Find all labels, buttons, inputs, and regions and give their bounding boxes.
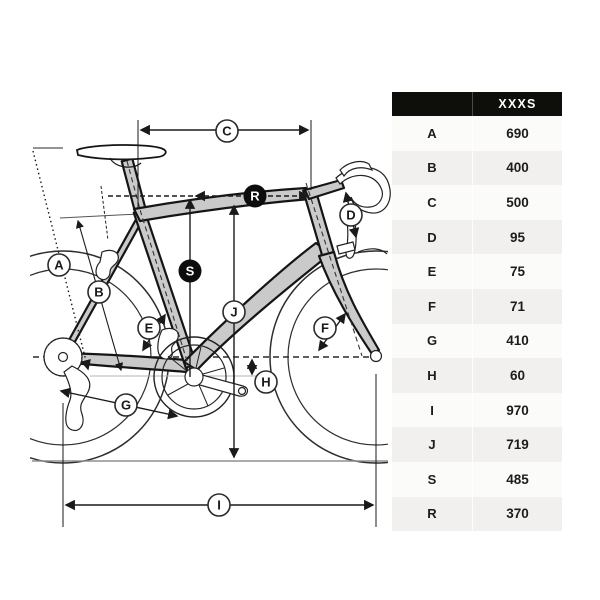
label-badge-i: I	[207, 493, 231, 517]
table-row: J 719	[392, 427, 562, 462]
label-badge-h: H	[254, 370, 278, 394]
front-hub	[369, 349, 383, 363]
chainring-inner	[161, 344, 227, 410]
row-value: 400	[472, 150, 562, 186]
measure-a	[32, 150, 91, 371]
table-row: F 71	[392, 288, 562, 324]
label-badge-a: A	[47, 253, 71, 277]
seat-tube-axis	[126, 160, 193, 378]
table-row: C 500	[392, 185, 562, 220]
headset-spacer	[336, 241, 356, 255]
row-value: 60	[472, 358, 562, 393]
table-row: A 690	[392, 116, 562, 151]
label-badge-s: S	[178, 259, 202, 283]
row-value: 370	[472, 496, 562, 532]
label-badge-g: G	[114, 393, 138, 417]
row-value: 410	[472, 323, 562, 359]
label-b: B	[94, 285, 103, 300]
rear-brake	[95, 249, 119, 281]
row-label: D	[427, 229, 437, 245]
label-h: H	[261, 375, 270, 390]
row-label: E	[427, 264, 437, 280]
row-value: 970	[472, 392, 562, 428]
row-label: F	[428, 298, 436, 314]
row-label: B	[427, 160, 437, 176]
seattube-top-line	[59, 213, 140, 219]
label-badge-f: F	[313, 316, 337, 340]
down-tube	[182, 241, 332, 372]
label-e: E	[145, 321, 154, 336]
label-a: A	[54, 258, 64, 273]
table-row: B 400	[392, 150, 562, 186]
row-label: S	[427, 471, 437, 487]
row-label: H	[427, 367, 437, 383]
brake-hood	[339, 160, 374, 178]
label-badge-c: C	[215, 119, 239, 143]
label-d: D	[346, 208, 355, 223]
row-value: 719	[472, 427, 562, 462]
brake-cable	[100, 185, 109, 241]
label-badge-d: D	[339, 203, 363, 227]
label-j: J	[230, 305, 237, 320]
label-badges: A B C D E F G H I J S R	[47, 119, 363, 517]
geometry-table: XXXS A 690 B 400 C 500 D 95 E 75 F 71 G 410 H 60…	[392, 92, 562, 532]
row-label: J	[428, 437, 436, 453]
header-empty-cell	[392, 92, 473, 116]
row-value: 71	[472, 288, 562, 324]
row-label: C	[427, 194, 437, 210]
label-i: I	[217, 498, 221, 513]
steerer-axis	[305, 182, 363, 357]
rear-derailleur	[63, 365, 91, 432]
row-label: A	[427, 125, 437, 141]
table-row: E 75	[392, 254, 562, 289]
label-r: R	[250, 189, 260, 204]
label-badge-j: J	[222, 300, 246, 324]
table-row: D 95	[392, 219, 562, 255]
table-row: R 370	[392, 496, 562, 532]
row-value: 75	[472, 254, 562, 289]
front-brake-cable	[357, 248, 388, 255]
rear-hub	[57, 351, 69, 363]
label-badge-e: E	[137, 316, 161, 340]
label-c: C	[222, 124, 232, 139]
table-row: I 970	[392, 392, 562, 428]
row-label: G	[426, 333, 438, 349]
top-tube	[132, 186, 312, 223]
label-s: S	[186, 264, 195, 279]
label-g: G	[121, 398, 131, 413]
row-value: 500	[472, 185, 562, 220]
saddle	[75, 144, 167, 168]
fork-blade	[317, 250, 381, 356]
table-row: S 485	[392, 461, 562, 497]
label-badge-r: R	[243, 184, 267, 208]
row-label: I	[430, 402, 434, 418]
label-f: F	[321, 321, 329, 336]
table-row: G 410	[392, 323, 562, 359]
header-size-cell: XXXS	[498, 97, 537, 111]
row-value: 485	[472, 461, 562, 497]
row-label: R	[427, 506, 437, 522]
row-value: 690	[472, 116, 562, 151]
pedal-hole	[237, 386, 247, 396]
bb-spindle	[184, 367, 204, 387]
row-value: 95	[472, 219, 562, 255]
table-row: H 60	[392, 358, 562, 393]
geometry-table-header: XXXS	[392, 92, 562, 116]
label-badge-b: B	[87, 280, 111, 304]
